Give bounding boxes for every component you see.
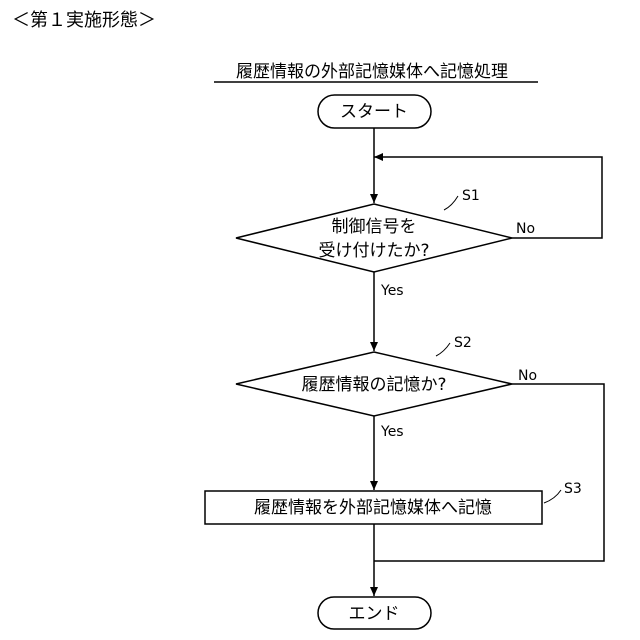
step-leader-s3 bbox=[544, 490, 561, 503]
section-header: ＜第１実施形態＞ bbox=[12, 10, 156, 31]
step-leader-s1 bbox=[444, 196, 458, 210]
step-label-s3: S3 bbox=[564, 481, 582, 497]
loop-arrowhead bbox=[374, 153, 383, 161]
decision-s1 bbox=[236, 204, 512, 272]
end-label: エンド bbox=[349, 604, 400, 624]
process-s3-text: 履歴情報を外部記憶媒体へ記憶 bbox=[254, 498, 492, 518]
s1-no-label: No bbox=[516, 221, 535, 237]
diagram-title: 履歴情報の外部記憶媒体へ記憶処理 bbox=[236, 62, 508, 82]
decision-s2-text: 履歴情報の記憶か? bbox=[301, 375, 446, 395]
flow-s2-no-bypass bbox=[374, 384, 604, 561]
step-label-s1: S1 bbox=[462, 188, 480, 204]
s1-yes-label: Yes bbox=[380, 283, 404, 299]
start-label: スタート bbox=[340, 102, 408, 122]
s2-no-label: No bbox=[518, 368, 537, 384]
step-label-s2: S2 bbox=[454, 335, 472, 351]
decision-s1-line1: 制御信号を bbox=[332, 217, 417, 237]
decision-s1-line2: 受け付けたか? bbox=[318, 241, 429, 261]
s2-yes-label: Yes bbox=[380, 424, 404, 440]
step-leader-s2 bbox=[436, 343, 450, 356]
